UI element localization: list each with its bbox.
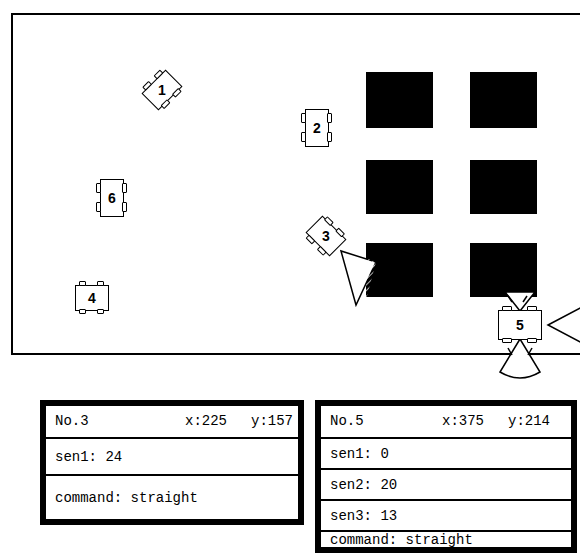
obstacle-block (366, 72, 433, 128)
car-wheel (305, 235, 315, 245)
car-wheel (327, 132, 332, 142)
panel-field: y:157 (251, 413, 293, 429)
car-number: 6 (108, 191, 116, 205)
sensor-cone (500, 339, 540, 378)
car-wheel (97, 281, 104, 286)
panel-row: command: straight (45, 476, 299, 520)
car-wheel (172, 88, 182, 98)
car-wheel (161, 99, 171, 109)
panel-field: No.5 (330, 413, 442, 429)
car-wheel (502, 306, 512, 311)
obstacle-block (366, 243, 433, 297)
robot-car: 6 (85, 171, 139, 225)
car-number: 2 (313, 121, 321, 135)
car-number: 1 (158, 83, 166, 97)
panel-field: No.3 (55, 413, 185, 429)
panel-row: command: straight (320, 532, 572, 548)
obstacle-block (366, 160, 433, 214)
obstacles (366, 72, 537, 297)
panel-field: x:225 (185, 413, 251, 429)
car-wheel (301, 132, 306, 142)
robot-car: 1 (137, 65, 187, 115)
sensor-hit-hatch (366, 258, 376, 300)
car-wheel (142, 81, 152, 91)
car-wheel (154, 69, 164, 79)
car-wheel (301, 113, 306, 123)
sensor-cone (548, 307, 580, 343)
panel-field: y:214 (508, 413, 550, 429)
robot-car: 5 (490, 295, 550, 355)
robot-car: 2 (290, 101, 344, 155)
panel-row: sen1: 24 (45, 439, 299, 476)
car-wheel (327, 113, 332, 123)
car-wheel (79, 281, 86, 286)
car-number: 5 (516, 318, 524, 332)
car-wheel (324, 216, 334, 226)
panel-field: command: straight (55, 490, 198, 506)
robot-car: 3 (301, 211, 351, 261)
panel-row: sen1: 0 (320, 439, 572, 470)
panel-row: No.5x:375y:214 (320, 405, 572, 439)
car-wheel (317, 246, 327, 256)
panel-field: x:375 (442, 413, 508, 429)
car-number: 3 (322, 229, 330, 243)
car-wheel (335, 228, 345, 238)
sensor-panel: No.3x:225y:157 sen1: 24 command: straight (40, 400, 304, 525)
panel-field: sen1: 0 (330, 446, 389, 462)
car-wheel (502, 338, 512, 343)
robot-car: 4 (67, 273, 117, 323)
car-wheel (122, 202, 127, 212)
obstacle-block (470, 243, 537, 297)
obstacle-block (470, 160, 537, 214)
car-wheel (79, 309, 86, 314)
car-wheel (96, 202, 101, 212)
obstacle-block (470, 72, 537, 128)
panel-field: sen2: 20 (330, 477, 397, 493)
car-number: 4 (88, 291, 96, 305)
panel-row: No.3x:225y:157 (45, 405, 299, 439)
panel-field: command: straight (330, 532, 473, 548)
car-wheel (96, 183, 101, 193)
car-wheel (97, 309, 104, 314)
car-wheel (527, 338, 537, 343)
sensor-cone (341, 251, 376, 305)
car-wheel (527, 306, 537, 311)
panel-row: sen2: 20 (320, 470, 572, 501)
panel-field: sen1: 24 (55, 449, 122, 465)
sensor-panel: No.5x:375y:214 sen1: 0 sen2: 20 sen3: 13 com… (315, 400, 577, 553)
arena-border (12, 14, 580, 354)
panel-field: sen3: 13 (330, 508, 397, 524)
car-wheel (122, 183, 127, 193)
panel-row: sen3: 13 (320, 501, 572, 532)
